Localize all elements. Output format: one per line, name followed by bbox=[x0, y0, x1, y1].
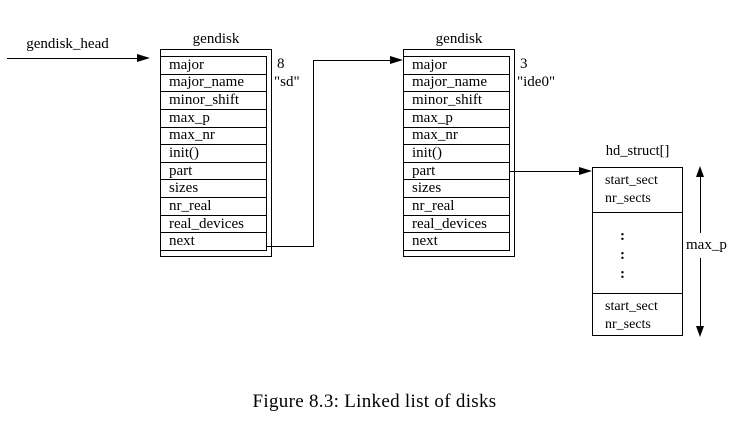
field-row: major bbox=[404, 57, 509, 75]
field-row: sizes bbox=[161, 180, 266, 199]
struct2-box: major major_name minor_shift max_p max_n… bbox=[403, 49, 515, 257]
field-row: part bbox=[161, 163, 266, 181]
hd-cell-ellipsis: : : : bbox=[593, 213, 682, 294]
field-row: real_devices bbox=[404, 216, 509, 234]
field-row: max_nr bbox=[404, 128, 509, 146]
field-row: max_p bbox=[404, 110, 509, 128]
hd-cell-last: start_sect nr_sects bbox=[593, 294, 682, 335]
struct1-title: gendisk bbox=[192, 31, 240, 47]
field-row: major_name bbox=[161, 75, 266, 93]
field-row: minor_shift bbox=[404, 92, 509, 110]
struct1-box: major major_name minor_shift max_p max_n… bbox=[160, 49, 272, 257]
field-row: init() bbox=[161, 145, 266, 163]
next-link-seg-top bbox=[313, 60, 391, 62]
next-link-seg-bottom bbox=[266, 246, 314, 248]
part-arrow-line bbox=[509, 171, 580, 173]
field-row: part bbox=[404, 163, 509, 181]
ellipsis-dot: : bbox=[620, 247, 625, 263]
maxp-line-lower bbox=[700, 258, 702, 327]
field-row: next bbox=[412, 233, 438, 250]
field-row: minor_shift bbox=[161, 92, 266, 110]
field-row: major bbox=[161, 57, 266, 75]
hd-cell-first: start_sect nr_sects bbox=[593, 168, 682, 213]
struct1-fields: major major_name minor_shift max_p max_n… bbox=[160, 56, 267, 251]
struct2-major-name-value: "ide0" bbox=[517, 73, 556, 90]
hd-field: start_sect bbox=[605, 299, 658, 314]
hd-field: start_sect bbox=[605, 173, 658, 188]
struct2-fields: major major_name minor_shift max_p max_n… bbox=[403, 56, 510, 251]
head-arrow-line bbox=[7, 57, 138, 59]
next-link-arrowhead-icon bbox=[390, 56, 403, 64]
hd-struct-box: start_sect nr_sects : : : start_sect nr_… bbox=[592, 167, 683, 336]
hd-field: nr_sects bbox=[605, 317, 651, 332]
ellipsis-dot: : bbox=[620, 228, 625, 244]
next-link-seg-vertical bbox=[313, 60, 315, 247]
field-row: next bbox=[169, 233, 195, 250]
field-row: nr_real bbox=[404, 198, 509, 216]
maxp-label: max_p bbox=[686, 237, 727, 253]
hd-struct-title: hd_struct[] bbox=[605, 143, 670, 159]
field-row: init() bbox=[404, 145, 509, 163]
field-row: max_nr bbox=[161, 128, 266, 146]
ellipsis-dot: : bbox=[620, 266, 625, 282]
struct2-title: gendisk bbox=[435, 31, 483, 47]
head-arrowhead-icon bbox=[137, 53, 150, 62]
gendisk-head-label: gendisk_head bbox=[26, 36, 109, 52]
field-row: sizes bbox=[404, 180, 509, 199]
struct1-major-value: 8 bbox=[277, 55, 285, 72]
maxp-arrowhead-down-icon bbox=[696, 326, 704, 337]
field-row: major_name bbox=[404, 75, 509, 93]
maxp-line-upper bbox=[700, 176, 702, 233]
maxp-arrowhead-up-icon bbox=[696, 166, 704, 177]
field-row: nr_real bbox=[161, 198, 266, 216]
hd-field: nr_sects bbox=[605, 191, 651, 206]
figure-caption: Figure 8.3: Linked list of disks bbox=[252, 391, 497, 412]
struct1-major-name-value: "sd" bbox=[274, 73, 300, 90]
field-row: max_p bbox=[161, 110, 266, 128]
part-arrowhead-icon bbox=[579, 167, 592, 175]
struct2-major-value: 3 bbox=[520, 55, 528, 72]
field-row: real_devices bbox=[161, 216, 266, 234]
